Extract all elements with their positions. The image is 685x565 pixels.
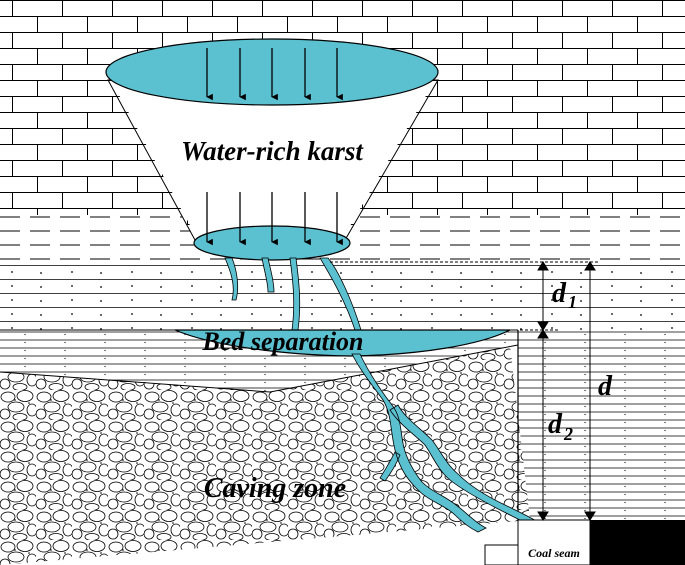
svg-text:2: 2 xyxy=(563,424,573,444)
intact-strata-right xyxy=(518,330,685,520)
caving-zone-area xyxy=(0,345,530,565)
seepage-channels xyxy=(224,257,362,331)
d1-label: d 1 xyxy=(552,278,577,312)
bed-separation-lens xyxy=(174,329,511,357)
bed-separation-label: Bed separation xyxy=(201,327,363,356)
svg-text:d: d xyxy=(552,278,567,309)
karst-label: Water-rich karst xyxy=(181,136,364,166)
caving-zone-label: Caving zone xyxy=(204,473,346,504)
coal-seam-label-box xyxy=(517,519,591,565)
coal-seam-block xyxy=(590,520,685,565)
dimension-lines xyxy=(330,261,600,521)
flow-arrows-upper xyxy=(206,48,343,101)
d-total-label: d xyxy=(598,371,613,402)
coal-seam-label: Coal seam xyxy=(528,546,580,560)
d2-label: d 2 xyxy=(548,409,573,444)
flow-arrows-lower xyxy=(206,192,343,246)
svg-text:d: d xyxy=(548,409,563,440)
svg-text:1: 1 xyxy=(568,292,577,312)
